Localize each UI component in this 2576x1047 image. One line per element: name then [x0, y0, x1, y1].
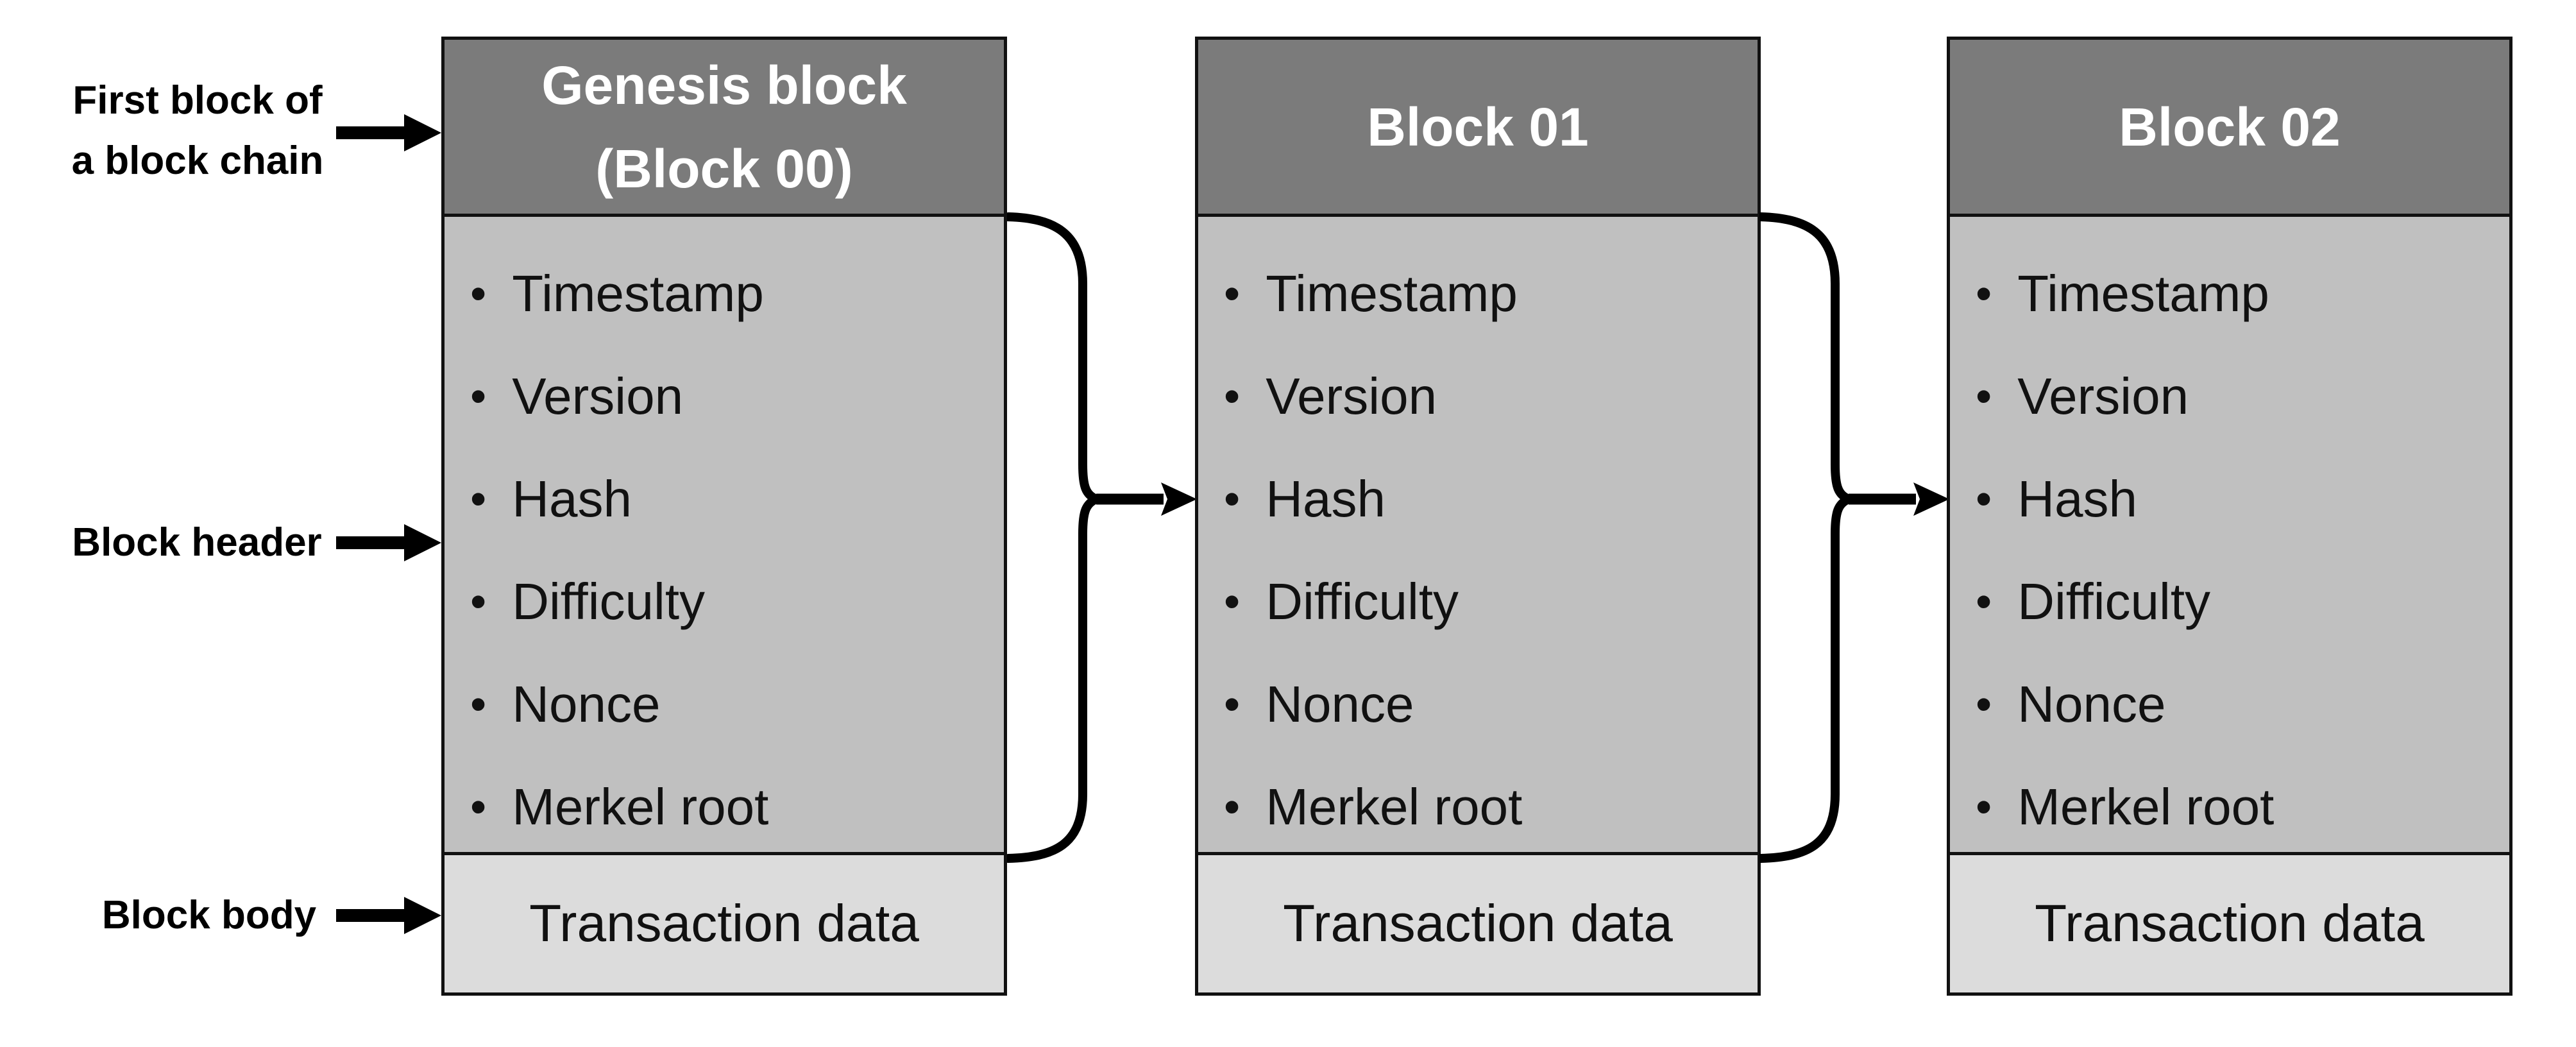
- block-genesis-header-section: • Timestamp • Version • Hash • Difficulty • N…: [445, 217, 1004, 855]
- hash-link-connector-2: [1759, 212, 1949, 863]
- bullet-icon: •: [470, 371, 487, 422]
- header-item-label: Difficulty: [1266, 573, 1459, 630]
- header-item-label: Merkel root: [2017, 778, 2275, 835]
- bullet-icon: •: [470, 268, 487, 319]
- block-01-title-bar: Block 01: [1198, 40, 1758, 217]
- header-item-label: Difficulty: [2017, 573, 2211, 630]
- block-02-header-section: • Timestamp • Version • Hash • Difficulty • N…: [1950, 217, 2509, 855]
- block-01-body-section: Transaction data: [1198, 855, 1758, 992]
- header-item-version: • Version: [1950, 345, 2509, 448]
- label-first-block: First block of a block chain: [37, 71, 358, 191]
- curly-brace-icon: [1007, 212, 1108, 863]
- bullet-icon: •: [1976, 679, 1992, 730]
- hash-link-connector-1: [1007, 212, 1197, 863]
- bullet-icon: •: [1976, 268, 1992, 319]
- block-02-title-bar: Block 02: [1950, 40, 2509, 217]
- header-item-merkel-root: • Merkel root: [1198, 756, 1758, 858]
- bullet-icon: •: [1224, 781, 1241, 833]
- block-01: Block 01 • Timestamp • Version • Hash • Diff…: [1195, 37, 1761, 996]
- block-title-line2: (Block 00): [595, 138, 853, 199]
- header-item-version: • Version: [445, 345, 1004, 448]
- header-item-label: Nonce: [512, 676, 661, 733]
- bullet-icon: •: [1224, 371, 1241, 422]
- bullet-icon: •: [1224, 679, 1241, 730]
- body-label: Transaction data: [1283, 894, 1673, 953]
- bullet-icon: •: [1224, 576, 1241, 627]
- label-first-block-line2: a block chain: [71, 139, 324, 183]
- bullet-icon: •: [1976, 781, 1992, 833]
- header-item-label: Hash: [1266, 470, 1385, 527]
- header-item-hash: • Hash: [445, 448, 1004, 550]
- header-item-difficulty: • Difficulty: [1198, 550, 1758, 653]
- header-item-difficulty: • Difficulty: [445, 550, 1004, 653]
- bullet-icon: •: [470, 576, 487, 627]
- header-item-label: Timestamp: [2017, 265, 2269, 322]
- header-item-hash: • Hash: [1198, 448, 1758, 550]
- header-item-nonce: • Nonce: [1950, 653, 2509, 756]
- header-item-difficulty: • Difficulty: [1950, 550, 2509, 653]
- header-item-label: Merkel root: [1266, 778, 1523, 835]
- bullet-icon: •: [1976, 371, 1992, 422]
- header-item-label: Timestamp: [512, 265, 764, 322]
- bullet-icon: •: [1976, 473, 1992, 525]
- arrow-to-hash-icon: [1161, 482, 1197, 516]
- curly-brace-icon: [1759, 212, 1860, 863]
- block-title-line1: Block 02: [2119, 96, 2341, 157]
- header-item-label: Nonce: [1266, 676, 1414, 733]
- body-label: Transaction data: [529, 894, 919, 953]
- label-block-header: Block header: [37, 513, 357, 573]
- bullet-icon: •: [1224, 268, 1241, 319]
- header-item-label: Hash: [2017, 470, 2137, 527]
- block-genesis-body-section: Transaction data: [445, 855, 1004, 992]
- header-item-version: • Version: [1198, 345, 1758, 448]
- bullet-icon: •: [470, 781, 487, 833]
- block-02-body-section: Transaction data: [1950, 855, 2509, 992]
- block-02: Block 02 • Timestamp • Version • Hash • Diff…: [1947, 37, 2512, 996]
- block-title-line1: Genesis block: [541, 55, 907, 115]
- block-genesis-title-bar: Genesis block (Block 00): [445, 40, 1004, 217]
- header-item-label: Nonce: [2017, 676, 2166, 733]
- header-item-label: Version: [2017, 368, 2189, 425]
- arrow-block-body-icon: [336, 897, 441, 934]
- block-title-line1: Block 01: [1367, 96, 1589, 157]
- header-item-label: Version: [1266, 368, 1437, 425]
- label-block-header-text: Block header: [72, 520, 322, 565]
- header-item-merkel-root: • Merkel root: [1950, 756, 2509, 858]
- block-genesis: Genesis block (Block 00) • Timestamp • Ver…: [441, 37, 1007, 996]
- bullet-icon: •: [470, 473, 487, 525]
- header-item-label: Timestamp: [1266, 265, 1518, 322]
- header-item-timestamp: • Timestamp: [445, 243, 1004, 345]
- bullet-icon: •: [1224, 473, 1241, 525]
- block-01-header-section: • Timestamp • Version • Hash • Difficulty • N…: [1198, 217, 1758, 855]
- header-item-nonce: • Nonce: [445, 653, 1004, 756]
- arrow-block-header-icon: [336, 524, 441, 561]
- header-item-label: Hash: [512, 470, 632, 527]
- label-block-body: Block body: [49, 885, 369, 946]
- label-first-block-line1: First block of: [72, 78, 323, 123]
- header-item-timestamp: • Timestamp: [1198, 243, 1758, 345]
- bullet-icon: •: [1976, 576, 1992, 627]
- header-item-label: Merkel root: [512, 778, 769, 835]
- header-item-label: Difficulty: [512, 573, 706, 630]
- header-item-hash: • Hash: [1950, 448, 2509, 550]
- header-item-label: Version: [512, 368, 684, 425]
- label-block-body-text: Block body: [101, 893, 317, 937]
- header-item-timestamp: • Timestamp: [1950, 243, 2509, 345]
- bullet-icon: •: [470, 679, 487, 730]
- arrow-first-block-icon: [336, 114, 441, 151]
- header-item-merkel-root: • Merkel root: [445, 756, 1004, 858]
- body-label: Transaction data: [2035, 894, 2425, 953]
- header-item-nonce: • Nonce: [1198, 653, 1758, 756]
- arrow-to-hash-icon: [1913, 482, 1949, 516]
